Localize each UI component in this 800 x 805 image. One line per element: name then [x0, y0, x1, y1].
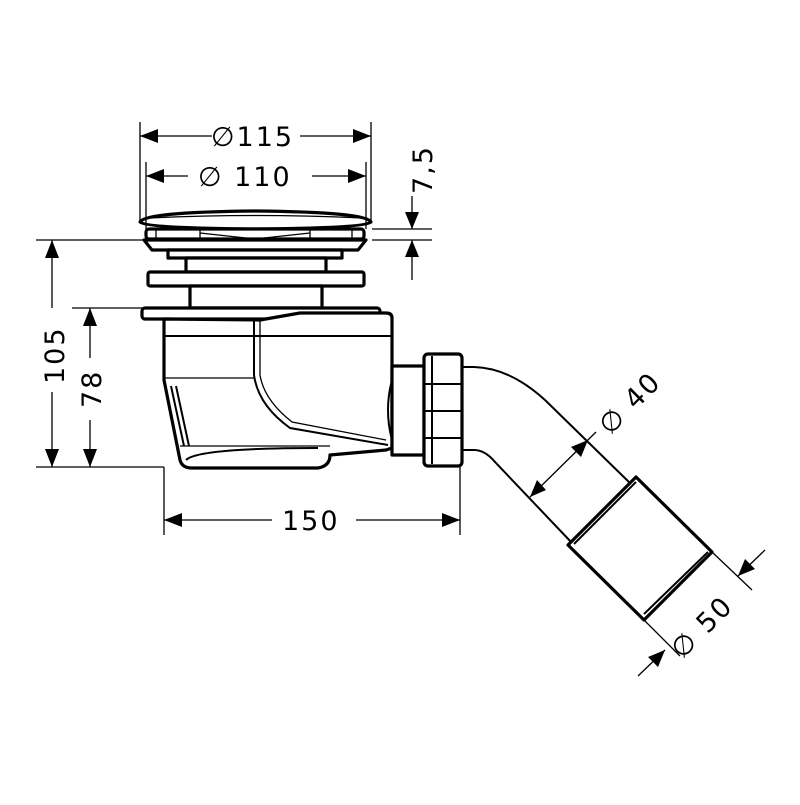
dimension-body-height: 78	[77, 308, 108, 467]
extension-lines	[36, 122, 753, 657]
outlet-pipe	[473, 366, 714, 622]
drain-cover	[138, 209, 373, 274]
dim-label-78: 78	[77, 370, 108, 408]
dim-label-115: ∅115	[211, 122, 294, 153]
dimension-cover-outer-diameter: ∅115	[140, 122, 371, 153]
dim-label-7-5: 7,5	[408, 145, 439, 194]
drain-body	[162, 311, 426, 470]
dim-label-110: ∅ 110	[198, 162, 292, 193]
dimension-cover-height: 7,5	[405, 145, 439, 280]
dim-label-105: 105	[40, 326, 71, 384]
dim-label-40: ∅ 40	[593, 366, 668, 441]
dimension-outlet-pipe-diameter: ∅ 40	[529, 366, 668, 498]
dim-label-150: 150	[282, 506, 340, 537]
dimension-total-height: 105	[40, 240, 71, 467]
dimension-cover-inner-diameter: ∅ 110	[146, 162, 366, 193]
outlet-nut	[422, 352, 474, 468]
dimension-length: 150	[164, 506, 460, 537]
dim-label-50: ∅ 50	[665, 590, 740, 665]
